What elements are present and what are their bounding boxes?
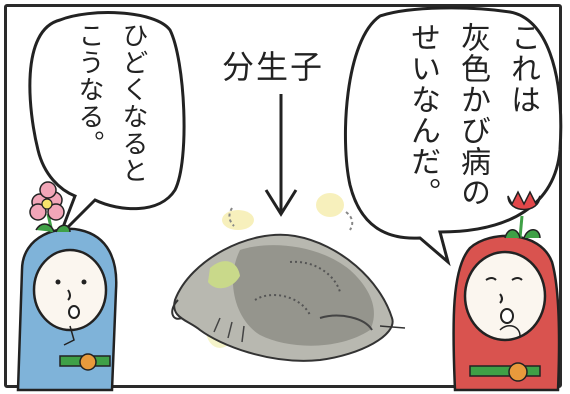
right-bubble-line-2: 灰色かび病の <box>455 22 490 208</box>
red-tulip-icon <box>507 190 541 211</box>
right-speech-bubble <box>343 6 563 267</box>
tulip-hood-character-icon <box>452 190 561 392</box>
down-arrow-icon <box>264 94 298 217</box>
left-speech-bubble <box>28 11 186 237</box>
right-bubble-line-3: せいなんだ。 <box>405 22 440 208</box>
right-bubble-line-1: これは <box>505 22 540 115</box>
left-bubble-line-2: こうなる。 <box>74 22 104 157</box>
gray-mold-strawberry-icon <box>171 233 406 362</box>
panel-frame <box>4 4 562 388</box>
pink-flower-icon <box>29 181 65 221</box>
spore-label: 分生子 <box>222 48 325 86</box>
left-bubble-line-1: ひどくなると <box>118 22 148 184</box>
flower-hood-character-icon <box>16 181 118 392</box>
